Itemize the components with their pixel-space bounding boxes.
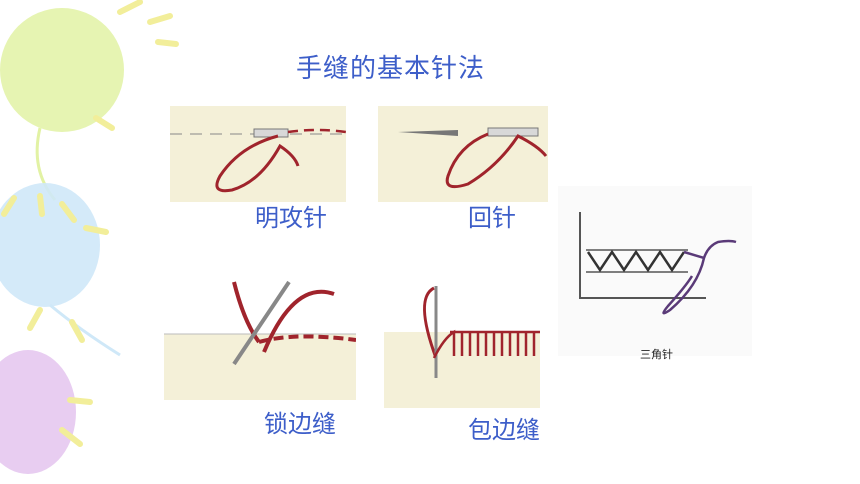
triangle-stitch-illustration (558, 186, 752, 356)
slide-title: 手缝的基本针法 (296, 54, 486, 84)
blanket-stitch-illustration (164, 272, 356, 366)
triangle-stitch-caption: 三角针 (640, 348, 673, 361)
running-stitch-illustration (170, 128, 346, 193)
label-running-stitch: 明攻针 (255, 204, 327, 232)
overcast-stitch-illustration (384, 278, 540, 378)
label-blanket-stitch: 锁边缝 (264, 410, 336, 438)
label-backstitch: 回针 (468, 204, 516, 232)
stitch-panel-backstitch (378, 106, 548, 202)
stitch-panel-running (170, 106, 346, 202)
stitch-panel-overcast (384, 278, 540, 408)
label-overcast-stitch: 包边缝 (468, 416, 540, 444)
backstitch-illustration (398, 127, 548, 189)
stitch-panel-blanket (164, 272, 356, 400)
